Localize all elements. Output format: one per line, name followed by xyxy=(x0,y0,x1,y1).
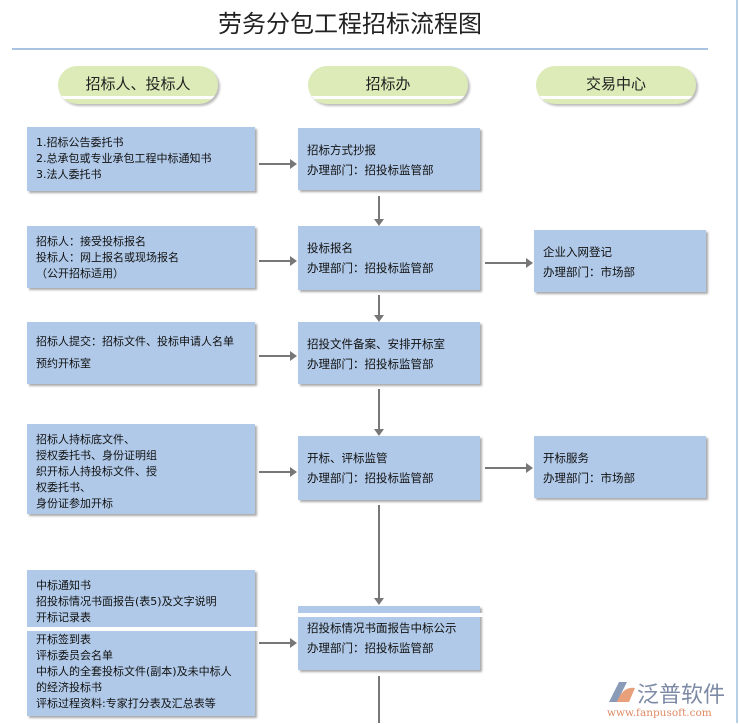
box-text-line: 评标委员会名单 xyxy=(36,649,113,662)
column-header-bidders: 招标人、投标人 xyxy=(58,66,218,104)
arrow xyxy=(259,467,297,477)
page-border xyxy=(736,0,738,723)
box-text-line: 中标人的全套投标文件(副本)及未中标人 xyxy=(36,665,232,678)
column-header-office: 招标办 xyxy=(308,66,468,104)
arrow xyxy=(259,159,297,169)
arrow xyxy=(374,505,384,605)
box-text-line: 2.总承包或专业承包工程中标通知书 xyxy=(36,152,212,165)
logo-icon: 泛普软件 www.fanpusoft.com xyxy=(607,682,725,719)
divider xyxy=(27,627,258,631)
mid-process-box: 招投文件备案、安排开标室办理部门：招投标监管部 xyxy=(298,322,480,384)
box-text-line: 招标方式抄报 xyxy=(307,143,376,157)
mid-process-box: 招投标情况书面报告中标公示办理部门：招投标监管部 xyxy=(298,606,483,670)
box-text-line: 预约开标室 xyxy=(36,357,91,370)
box-text-line: 办理部门：市场部 xyxy=(543,265,635,279)
box-text-line: 开标记录表 xyxy=(36,611,91,624)
box-text-line: 办理部门：招投标监管部 xyxy=(307,261,434,275)
mid-process-box: 投标报名办理部门：招投标监管部 xyxy=(298,226,480,290)
box-text-line: 织开标人持投标文件、授 xyxy=(36,465,157,478)
box-text-line: 开标、评标监管 xyxy=(307,451,388,465)
connector-line xyxy=(378,676,380,723)
box-text-line: 办理部门：招投标监管部 xyxy=(307,163,434,177)
box-text-line: 办理部门：招投标监管部 xyxy=(307,641,434,655)
column-header-label: 招标人、投标人 xyxy=(85,75,191,93)
box-text-line: 1.招标公告委托书 xyxy=(36,136,124,149)
column-header-label: 交易中心 xyxy=(585,75,646,93)
box-text-line: 权委托书、 xyxy=(36,481,91,494)
mid-process-box: 招标方式抄报办理部门：招投标监管部 xyxy=(298,128,480,190)
box-text-line: 身份证参加开标 xyxy=(36,497,113,510)
left-process-box: 招标人持标底文件、授权委托书、身份证明组织开标人持投标文件、授权委托书、身份证参… xyxy=(27,424,255,514)
box-text-line: 招投标情况书面报告中标公示 xyxy=(307,621,457,635)
box-text-line: 办理部门：招投标监管部 xyxy=(307,357,434,371)
box-text-line: 的经济投标书 xyxy=(36,681,102,694)
arrow xyxy=(374,295,384,322)
box-text-line: 办理部门：招投标监管部 xyxy=(307,471,434,485)
left-process-box: 1.招标公告委托书 2.总承包或专业承包工程中标通知书 3.法人委托书 xyxy=(27,127,255,191)
right-process-box: 企业入网登记办理部门：市场部 xyxy=(534,230,706,292)
left-process-box: 招标人提交：招标文件、投标申请人名单预约开标室 xyxy=(27,322,255,384)
left-process-box: 招标人：接受投标报名投标人：网上报名或现场报名 （公开招标适用） xyxy=(27,226,255,288)
box-text-line: 企业入网登记 xyxy=(543,245,612,259)
box-text-line: 招投文件备案、安排开标室 xyxy=(307,337,445,351)
column-header-label: 招标办 xyxy=(365,75,411,93)
arrow xyxy=(259,638,297,648)
mid-process-box: 开标、评标监管办理部门：招投标监管部 xyxy=(298,436,480,500)
box-text-line: 投标人：网上报名或现场报名 xyxy=(36,251,179,264)
arrow xyxy=(374,196,384,226)
title-divider xyxy=(12,48,708,50)
box-text-line: 招投标情况书面报告(表5)及文字说明 xyxy=(36,595,217,608)
svg-text:泛普软件: 泛普软件 xyxy=(637,683,725,708)
box-text-line: 授权委托书、身份证明组 xyxy=(36,449,157,462)
box-text-line: 开标服务 xyxy=(543,451,589,465)
box-text-line: 投标报名 xyxy=(307,241,353,255)
logo: 泛普软件 www.fanpusoft.com xyxy=(605,676,735,720)
right-process-box: 开标服务办理部门：市场部 xyxy=(534,436,706,498)
box-text-line: 招标人：接受投标报名 xyxy=(36,235,146,248)
arrow xyxy=(259,351,297,361)
left-process-box: 中标通知书招投标情况书面报告(表5)及文字说明开标记录表开标签到表评标委员会名单… xyxy=(27,570,258,716)
box-text-line: 办理部门：市场部 xyxy=(543,471,635,485)
column-header-exchange: 交易中心 xyxy=(536,66,696,104)
box-text-line: 招标人持标底文件、 xyxy=(36,433,135,446)
arrow xyxy=(485,463,533,473)
arrow xyxy=(374,389,384,436)
box-text-line: 招标人提交：招标文件、投标申请人名单 xyxy=(36,335,234,348)
divider xyxy=(298,613,483,617)
svg-text:www.fanpusoft.com: www.fanpusoft.com xyxy=(607,707,712,719)
arrow xyxy=(259,256,297,266)
box-text-line: 开标签到表 xyxy=(36,633,91,646)
page-title: 劳务分包工程招标流程图 xyxy=(218,10,482,38)
box-text-line: 3.法人委托书 xyxy=(36,168,102,181)
box-text-line: （公开招标适用） xyxy=(36,267,124,280)
box-text-line: 中标通知书 xyxy=(36,579,91,592)
box-text-line: 评标过程资料:专家打分表及汇总表等 xyxy=(36,697,216,710)
arrow xyxy=(485,258,533,268)
